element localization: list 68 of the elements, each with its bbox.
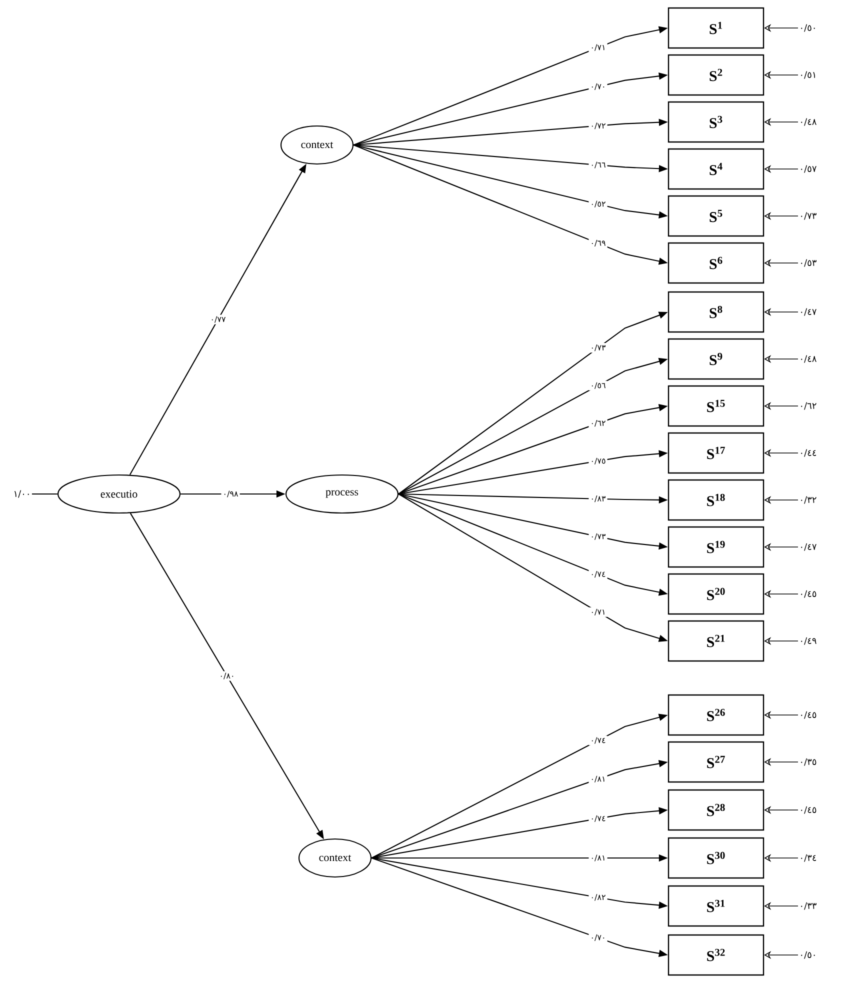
error-value: ٠/٤٧ bbox=[801, 308, 816, 316]
edge-label: ٠/٧١ bbox=[588, 607, 608, 617]
edge-label: ٠/٧٤ bbox=[588, 736, 608, 746]
indicator-box: S$^{18}$ bbox=[668, 479, 764, 521]
edge-label: ٠/٦٩ bbox=[588, 238, 608, 248]
edge-label: ٠/٧٥ bbox=[588, 456, 608, 466]
edge-label: ٠/٥٦ bbox=[588, 380, 608, 390]
edge-label: ٠/٧٣ bbox=[588, 532, 608, 542]
indicator-box: S$^{1}$ bbox=[668, 7, 764, 49]
edge-label: ٠/٨٢ bbox=[588, 892, 608, 902]
error-value: ٠/٦٢ bbox=[801, 402, 816, 410]
ellipse-node: context bbox=[280, 125, 354, 165]
ellipse-node: executio bbox=[57, 474, 181, 514]
indicator-box: S$^{21}$ bbox=[668, 620, 764, 662]
error-value: ٠/٥٠ bbox=[801, 951, 815, 959]
edge-label: ٠/٧٠ bbox=[588, 82, 608, 92]
error-value: ٠/٤٧ bbox=[801, 543, 816, 551]
edge-label: ٠/٦٦ bbox=[588, 160, 608, 170]
indicator-box: S$^{6}$ bbox=[668, 242, 764, 284]
error-value: ٠/٣٢ bbox=[801, 496, 816, 504]
indicator-box: S$^{32}$ bbox=[668, 934, 764, 976]
error-value: ٠/٣٣ bbox=[801, 902, 816, 910]
edge-label: ٠/٧١ bbox=[588, 42, 608, 52]
error-value: ٠/٤٩ bbox=[801, 637, 816, 645]
indicator-box: S$^{17}$ bbox=[668, 432, 764, 474]
indicator-box: S$^{8}$ bbox=[668, 291, 764, 333]
error-value: ٠/٣٤ bbox=[801, 854, 816, 862]
error-value: ٠/٥١ bbox=[801, 71, 815, 79]
error-value: ٠/٣٥ bbox=[801, 758, 816, 766]
indicator-box: S$^{26}$ bbox=[668, 694, 764, 736]
error-value: ٠/٤٥ bbox=[801, 711, 816, 719]
indicator-box: S$^{15}$ bbox=[668, 385, 764, 427]
ellipse-node: process bbox=[285, 474, 399, 514]
indicator-box: S$^{9}$ bbox=[668, 338, 764, 380]
error-value: ٠/٥٠ bbox=[801, 24, 815, 32]
edge-label: ٠/٧٠ bbox=[588, 932, 608, 942]
error-value: ٠/٤٨ bbox=[801, 118, 816, 126]
indicator-box: S$^{27}$ bbox=[668, 741, 764, 783]
indicator-box: S$^{5}$ bbox=[668, 195, 764, 237]
edge-label: ٠/٧٤ bbox=[588, 814, 608, 824]
error-value: ٠/٤٥ bbox=[801, 590, 816, 598]
error-value: ٠/٧٣ bbox=[801, 212, 816, 220]
edge-label: ٠/٩٨ bbox=[221, 489, 240, 499]
variance-value: ١/٠٠ bbox=[14, 490, 29, 498]
edge-label: ٠/٨١ bbox=[588, 853, 608, 863]
indicator-box: S$^{3}$ bbox=[668, 101, 764, 143]
indicator-box: S$^{30}$ bbox=[668, 837, 764, 879]
edge-label: ٠/٦٢ bbox=[588, 418, 608, 428]
error-value: ٠/٥٧ bbox=[801, 165, 816, 173]
edge-label: ٠/٥٢ bbox=[588, 199, 608, 209]
error-value: ٠/٤٤ bbox=[801, 449, 816, 457]
edge-label: ٠/٧٤ bbox=[588, 570, 608, 580]
indicator-box: S$^{4}$ bbox=[668, 148, 764, 190]
edge-label: ٠/٧٢ bbox=[588, 121, 608, 131]
indicator-box: S$^{28}$ bbox=[668, 789, 764, 831]
indicator-box: S$^{2}$ bbox=[668, 54, 764, 96]
indicator-box: S$^{31}$ bbox=[668, 885, 764, 927]
error-value: ٠/٥٣ bbox=[801, 259, 816, 267]
edge-label: ٠/٨١ bbox=[588, 774, 608, 784]
error-value: ٠/٤٨ bbox=[801, 355, 816, 363]
error-value: ٠/٤٥ bbox=[801, 806, 816, 814]
edge-label: ٠/٧٣ bbox=[588, 343, 608, 353]
ellipse-node: context bbox=[298, 838, 372, 878]
indicator-box: S$^{19}$ bbox=[668, 526, 764, 568]
indicator-box: S$^{20}$ bbox=[668, 573, 764, 615]
edge-label: ٠/٨٠ bbox=[218, 671, 236, 681]
edge-label: ٠/٨٣ bbox=[588, 494, 608, 504]
edge-label: ٠/٧٧ bbox=[208, 314, 228, 324]
